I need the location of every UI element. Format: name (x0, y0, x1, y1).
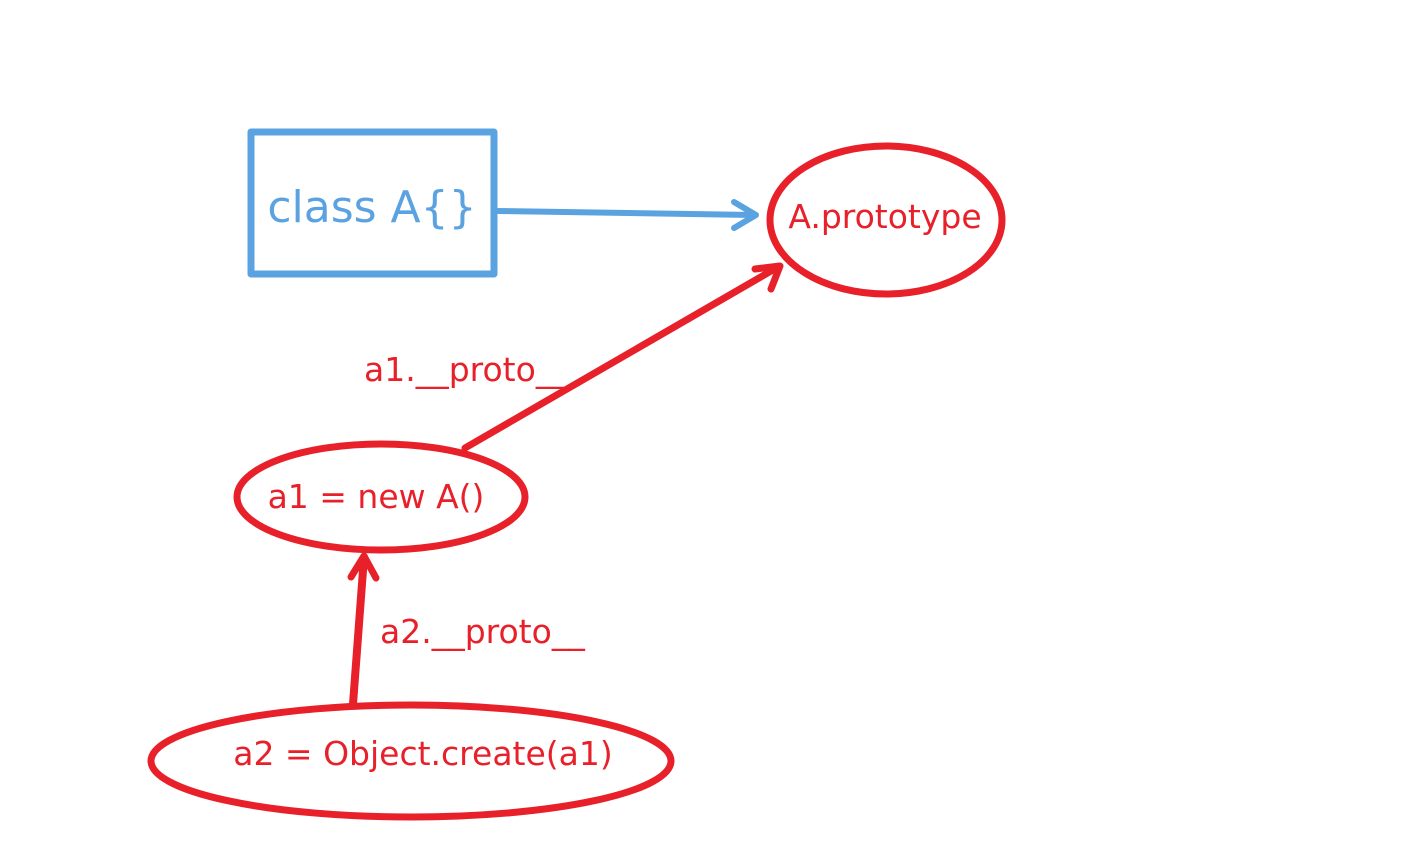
a1-proto-line (461, 263, 782, 452)
a1-ellipse (233, 440, 529, 554)
a2-node: a2 = Object.create(a1) (147, 701, 675, 821)
class-to-prototype-arrow (494, 199, 759, 231)
a1-proto-label: a1.__proto__ (364, 350, 569, 389)
a1-node: a1 = new A() (233, 440, 529, 554)
a2-proto-arrow: a2.__proto__ (347, 552, 585, 708)
class-a-box (247, 128, 498, 278)
class-to-prototype-arrowhead (731, 199, 759, 231)
a-prototype-label: A.prototype (788, 197, 981, 236)
class-a-label: class A{} (267, 182, 476, 233)
a2-proto-line (349, 553, 368, 708)
a1-label: a1 = new A() (268, 477, 485, 516)
a-prototype-node: A.prototype (766, 142, 1006, 298)
a2-label: a2 = Object.create(a1) (233, 734, 613, 773)
class-a-node: class A{} (247, 128, 498, 278)
a2-ellipse (147, 701, 675, 821)
a1-proto-arrowhead (751, 262, 784, 293)
a-prototype-ellipse (766, 142, 1006, 298)
class-to-prototype-line (494, 208, 757, 218)
a2-proto-arrowhead (347, 552, 380, 582)
a2-proto-label: a2.__proto__ (380, 612, 585, 651)
a1-proto-arrow: a1.__proto__ (364, 262, 784, 452)
